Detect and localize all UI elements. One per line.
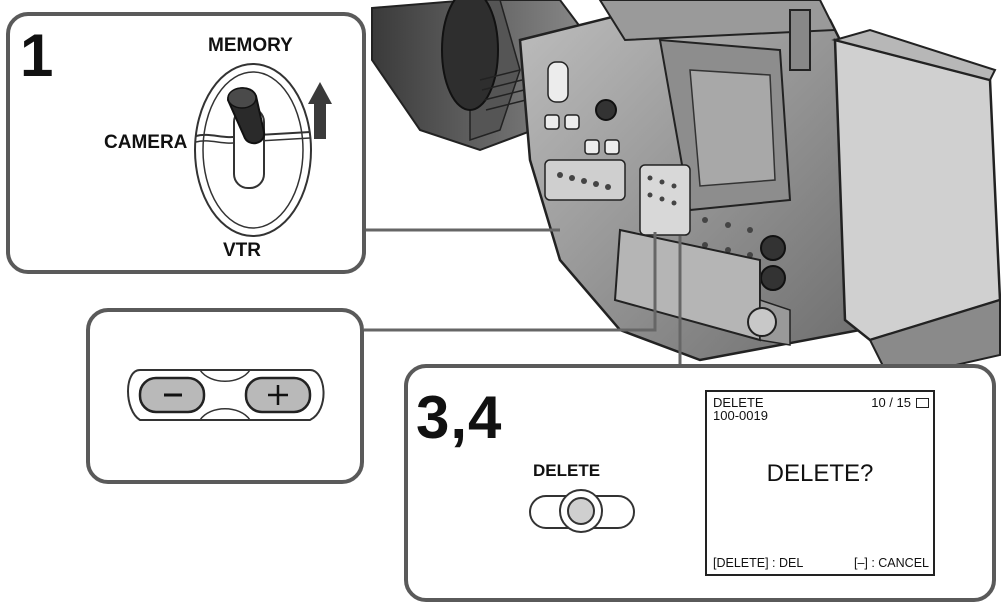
lcd-screen: DELETE 100-0019 10 / 15 DELETE? [DELETE]…: [705, 390, 935, 576]
screen-file-number: 100-0019: [713, 409, 768, 423]
screen-image-count: 10 / 15: [871, 396, 911, 410]
screen-cancel-hint: [–] : CANCEL: [854, 556, 929, 570]
screen-delete-prompt: DELETE?: [707, 460, 933, 488]
screen-delete-hint: [DELETE] : DEL: [713, 556, 803, 570]
memory-card-icon: [916, 398, 929, 408]
